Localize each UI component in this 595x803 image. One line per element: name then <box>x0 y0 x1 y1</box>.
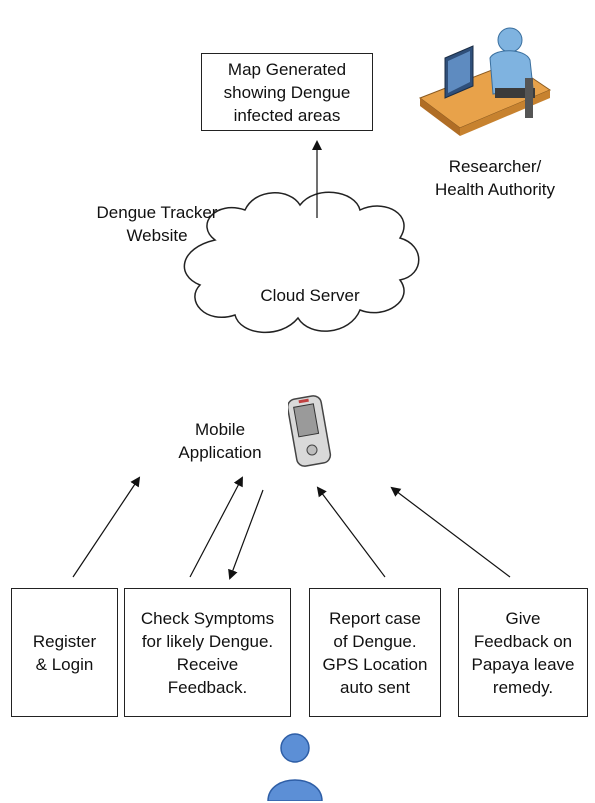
map-generated-box: Map Generated showing Dengue infected ar… <box>201 53 373 131</box>
mobile-application-label: Mobile Application <box>178 420 262 462</box>
arrow-report-case <box>316 486 386 578</box>
arrow-give-feedback <box>390 486 511 578</box>
arrow-check-symptoms-up <box>189 476 243 578</box>
check-symptoms-box: Check Symptoms for likely Dengue. Receiv… <box>124 588 291 717</box>
website-label: Dengue Tracker Website <box>96 203 218 245</box>
researcher-at-desk-icon <box>418 27 552 136</box>
arrow-register <box>72 476 141 578</box>
report-case-box: Report case of Dengue. GPS Location auto… <box>309 588 441 717</box>
register-login-box: Register & Login <box>11 588 118 717</box>
mobile-phone-icon <box>288 395 332 467</box>
cloud-shape <box>183 191 420 333</box>
arrow-feedback-down <box>228 489 264 580</box>
researcher-label: Researcher/ Health Authority <box>434 157 555 199</box>
cloud-server-label: Cloud Server <box>260 286 360 305</box>
give-feedback-box: Give Feedback on Papaya leave remedy. <box>458 588 588 717</box>
user-icon <box>267 733 323 801</box>
